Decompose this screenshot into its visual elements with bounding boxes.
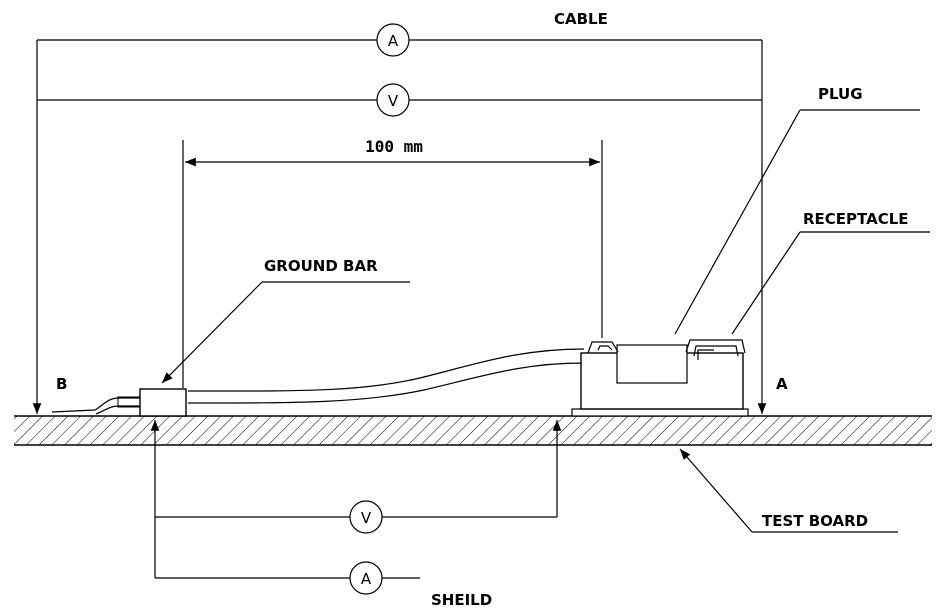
dimension-100mm: 100 mm <box>182 137 603 388</box>
ground-bar <box>139 388 187 417</box>
dimension-label: 100 mm <box>365 137 423 156</box>
shield-meter-circuit: V A <box>150 420 562 595</box>
point-a-label: A <box>776 375 788 393</box>
ground-bar-label: GROUND BAR <box>264 257 378 275</box>
svg-text:A: A <box>388 32 399 50</box>
svg-text:V: V <box>361 509 372 527</box>
cable-meter-circuit: A V <box>32 23 767 414</box>
cable-label: CABLE <box>554 10 608 28</box>
cable-ammeter: A <box>376 23 410 57</box>
leader-lines <box>161 109 930 533</box>
svg-text:V: V <box>388 92 399 110</box>
connector-assembly <box>571 339 749 417</box>
shield-ammeter: A <box>349 561 383 595</box>
shield-voltmeter: V <box>349 500 383 534</box>
cable <box>51 348 585 415</box>
point-b-label: B <box>56 375 67 393</box>
test-board-label: TEST BOARD <box>762 512 868 530</box>
receptacle-label: RECEPTACLE <box>803 210 909 228</box>
test-board <box>14 415 932 446</box>
sheild-label: SHEILD <box>431 591 492 609</box>
plug-label: PLUG <box>818 85 863 103</box>
cable-voltmeter: V <box>376 83 410 117</box>
svg-text:A: A <box>361 570 372 588</box>
